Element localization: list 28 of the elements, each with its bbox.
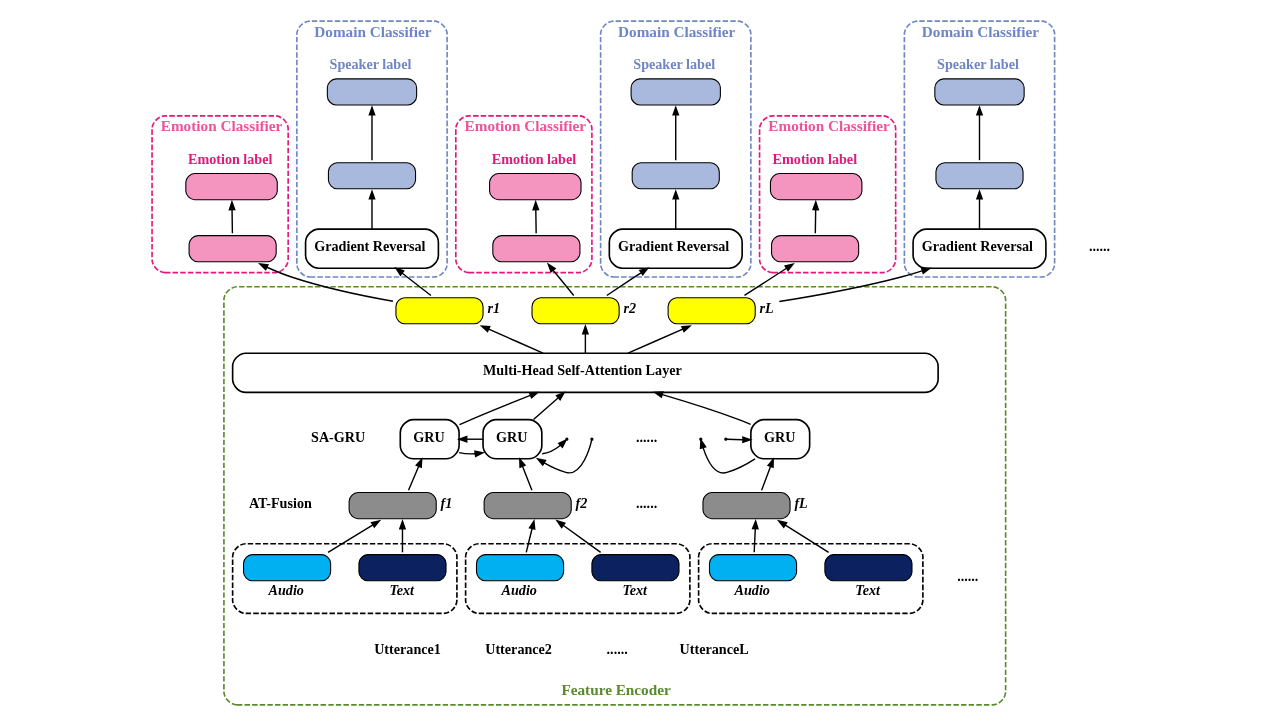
node-label: r1 — [486, 300, 500, 317]
node-label: Text — [854, 582, 880, 599]
node-label: fL — [793, 495, 808, 512]
node-label: f2 — [575, 495, 587, 512]
node-label: rL — [759, 300, 774, 317]
node-label: r2 — [622, 300, 636, 317]
node-label: Audio — [501, 582, 537, 599]
label: ...... — [635, 495, 657, 512]
node-label: Speaker label — [329, 56, 411, 73]
node-label: Emotion label — [491, 151, 576, 168]
node-label: Emotion label — [187, 151, 272, 168]
node-label: Speaker label — [632, 56, 715, 73]
label: ...... — [956, 568, 978, 585]
node-label: Text — [621, 582, 647, 599]
node-label: Emotion label — [772, 151, 857, 168]
label: AT-Fusion — [248, 495, 312, 512]
node-label: f1 — [440, 495, 452, 512]
node-label: Speaker label — [936, 56, 1019, 73]
node-label: Audio — [268, 582, 304, 599]
label: Utterance1 — [373, 641, 441, 658]
label: Utterance2 — [484, 641, 552, 658]
label: ...... — [635, 428, 657, 445]
label: ...... — [1088, 238, 1110, 255]
label: ...... — [606, 641, 628, 658]
label: UtteranceL — [679, 641, 749, 658]
label: SA-GRU — [310, 428, 365, 445]
node-label: Audio — [734, 582, 770, 599]
node-label: Text — [388, 582, 414, 599]
